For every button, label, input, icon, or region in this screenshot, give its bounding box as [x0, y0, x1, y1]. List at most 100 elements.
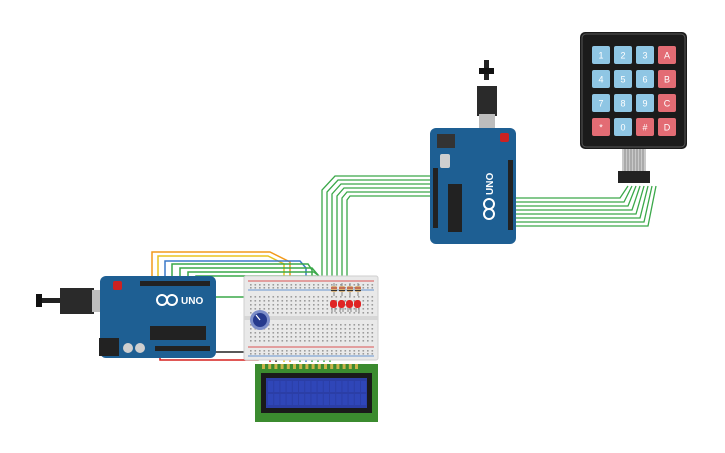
keypad-ribbon-lines: [624, 149, 644, 171]
keypad-border: [581, 33, 686, 148]
keypad-key-5[interactable]: 5: [614, 70, 632, 88]
keypad-key-A[interactable]: A: [658, 46, 676, 64]
resistor: [355, 283, 361, 296]
keypad-key-face: [614, 118, 632, 136]
keypad[interactable]: 1 2 3 A 4 5 6 B 7 8 9 C * 0 # D: [580, 32, 687, 183]
keypad-key-*[interactable]: *: [592, 118, 610, 136]
keypad-key-C[interactable]: C: [658, 94, 676, 112]
keypad-key-3[interactable]: 3: [636, 46, 654, 64]
keypad-key-label: C: [664, 99, 671, 109]
brand-label-top: UNO: [485, 173, 496, 195]
keypad-key-label: 7: [598, 99, 603, 109]
breadboard-holes: [250, 284, 374, 355]
keypad-key-9[interactable]: 9: [636, 94, 654, 112]
keypad-key-B[interactable]: B: [658, 70, 676, 88]
lcd-cells: [268, 381, 367, 405]
header-bottom-top: [140, 281, 210, 286]
keypad-key-label: 0: [620, 123, 625, 133]
header-bottom-low: [155, 346, 210, 351]
lcd-display[interactable]: [255, 364, 378, 422]
chip-bottom: [150, 326, 206, 340]
keypad-key-label: 6: [642, 75, 647, 85]
keypad-key-1[interactable]: 1: [592, 46, 610, 64]
brand-logo-bottom: UNO: [156, 294, 203, 307]
potentiometer-indicator: [255, 314, 261, 321]
keypad-key-face: [592, 118, 610, 136]
power-jack-bottom: [99, 338, 119, 356]
keypad-key-8[interactable]: 8: [614, 94, 632, 112]
keypad-key-label: 3: [642, 51, 647, 61]
usb-cable-bottom: [36, 298, 66, 303]
keypad-key-label: D: [664, 123, 671, 133]
lcd-pins: [262, 364, 358, 369]
capacitor-top: [440, 154, 450, 168]
usb-plug-top: [479, 68, 494, 74]
brand-label-bottom: UNO: [181, 296, 203, 307]
resistor: [339, 283, 345, 296]
keypad-key-label: B: [664, 75, 670, 85]
red-led: [338, 300, 345, 312]
breadboard[interactable]: [243, 275, 379, 361]
keypad-key-7[interactable]: 7: [592, 94, 610, 112]
keypad-key-label: 4: [598, 75, 603, 85]
keypad-key-label: 9: [642, 99, 647, 109]
usb-plug-body-top: [477, 86, 497, 116]
red-led: [346, 300, 353, 312]
chip-top: [448, 184, 462, 232]
keypad-key-label: 5: [620, 75, 625, 85]
usb-plug-metal-top: [479, 114, 495, 132]
keypad-key-face: [636, 70, 654, 88]
keypad-key-face: [636, 118, 654, 136]
keypad-connector: [618, 171, 650, 183]
breadboard-center-groove: [244, 316, 378, 320]
resistors: [331, 283, 361, 296]
resistor: [347, 283, 353, 296]
keypad-key-face: [592, 70, 610, 88]
reset-button-bottom[interactable]: [113, 281, 122, 290]
keypad-key-label: *: [599, 123, 603, 133]
keypad-key-face: [658, 118, 676, 136]
keypad-key-face: [636, 94, 654, 112]
reset-button-top[interactable]: [500, 133, 509, 142]
wires: [151, 175, 657, 362]
header-top-right: [508, 160, 513, 230]
usb-plug-end-bottom: [36, 294, 42, 307]
header-top-left: [433, 168, 438, 228]
brand-logo-top: UNO: [483, 173, 496, 220]
keypad-keys[interactable]: 1 2 3 A 4 5 6 B 7 8 9 C * 0 # D: [592, 46, 676, 136]
keypad-key-face: [658, 70, 676, 88]
keypad-key-label: 2: [620, 51, 625, 61]
capacitor-bottom-2: [135, 343, 145, 353]
keypad-key-label: #: [642, 123, 647, 133]
keypad-key-#[interactable]: #: [636, 118, 654, 136]
potentiometer[interactable]: [250, 310, 270, 330]
wire-bundle-top-to-breadboard: [321, 175, 452, 278]
keypad-key-label: A: [664, 51, 670, 61]
resistor: [331, 283, 337, 296]
keypad-key-face: [592, 94, 610, 112]
keypad-key-0[interactable]: 0: [614, 118, 632, 136]
red-led: [330, 300, 337, 312]
power-jack-top: [437, 134, 455, 148]
keypad-key-face: [592, 46, 610, 64]
keypad-key-6[interactable]: 6: [636, 70, 654, 88]
keypad-key-2[interactable]: 2: [614, 46, 632, 64]
usb-plug-body-bottom: [60, 288, 94, 314]
keypad-key-D[interactable]: D: [658, 118, 676, 136]
keypad-key-face: [614, 70, 632, 88]
capacitor-bottom-1: [123, 343, 133, 353]
arduino-top[interactable]: UNO: [430, 60, 516, 244]
keypad-key-face: [614, 94, 632, 112]
keypad-key-face: [658, 94, 676, 112]
keypad-key-face: [614, 46, 632, 64]
arduino-bottom[interactable]: UNO: [36, 276, 216, 358]
keypad-key-face: [636, 46, 654, 64]
keypad-key-label: 8: [620, 99, 625, 109]
keypad-key-4[interactable]: 4: [592, 70, 610, 88]
keypad-key-face: [658, 46, 676, 64]
red-led: [354, 300, 361, 312]
leds: [330, 300, 361, 312]
wire-bundle-top-to-keypad: [515, 185, 657, 227]
keypad-key-label: 1: [598, 51, 603, 61]
